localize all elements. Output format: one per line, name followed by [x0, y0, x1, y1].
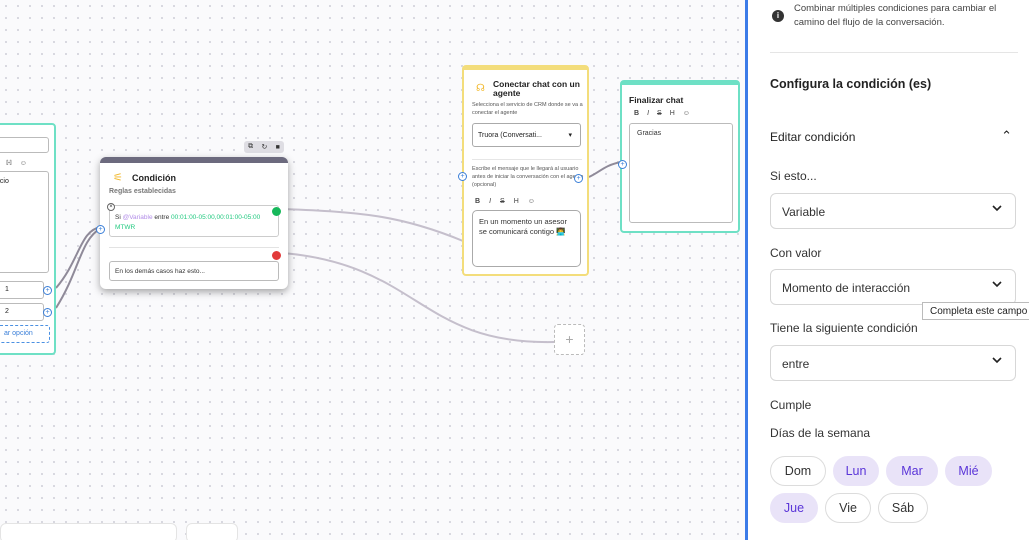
end-chat-title: Finalizar chat — [629, 95, 684, 105]
condition-select-value: entre — [782, 357, 810, 371]
chevron-down-icon — [992, 281, 1002, 288]
else-output-port[interactable] — [272, 251, 281, 260]
agent-message-field[interactable]: En un momento un asesor se comunicará co… — [472, 210, 581, 267]
divider — [472, 159, 582, 160]
with-value-label: Con valor — [770, 246, 822, 260]
connect-agent-title: Conectar chat con un agente — [493, 79, 580, 98]
condition-subtitle: Reglas establecidas — [109, 188, 176, 195]
strikethrough-button[interactable]: S — [657, 110, 662, 117]
meets-label: Cumple — [770, 398, 812, 412]
text-toolbar: B I S H ☺ — [634, 110, 690, 117]
rule-range: 00:01:00-05:00,00:01:00-05:00 — [171, 214, 261, 221]
info-icon: i — [772, 10, 784, 22]
else-branch[interactable]: En los demás casos haz esto... — [109, 261, 279, 281]
rule-prefix: Si — [115, 214, 123, 221]
text-toolbar: B I S H ☺ — [475, 198, 535, 205]
chevron-down-icon — [992, 357, 1002, 364]
divider — [770, 52, 1018, 53]
condition-title: Condición — [132, 173, 176, 183]
condition-icon: ⚟ — [113, 172, 123, 184]
condition-input-port[interactable]: + — [96, 225, 105, 234]
day-dom[interactable]: Dom — [770, 456, 826, 486]
option-label: 2 — [5, 308, 9, 315]
link-left-to-condition-2 — [55, 227, 102, 309]
rule-output-port[interactable] — [272, 207, 281, 216]
message-description: Escribe el mensaje que le llegará al usu… — [472, 166, 584, 188]
copy-icon[interactable]: ⧉ — [248, 143, 254, 150]
strikethrough-button[interactable]: S — [500, 198, 505, 205]
add-option-button[interactable]: ar opción — [0, 325, 50, 343]
edit-condition-label: Editar condición — [770, 130, 856, 144]
field-tooltip: Completa este campo — [922, 302, 1029, 320]
option-item[interactable]: 1 — [0, 281, 44, 299]
link-crm-to-end — [588, 161, 622, 178]
link-left-to-condition — [55, 226, 102, 289]
option-port[interactable]: + — [43, 286, 52, 295]
with-value-select-value: Momento de interacción — [782, 281, 911, 295]
refresh-icon[interactable]: ↻ — [261, 144, 268, 151]
day-lun[interactable]: Lun — [833, 456, 879, 486]
day-vie[interactable]: Vie — [825, 493, 871, 523]
day-mie[interactable]: Mié — [945, 456, 992, 486]
bold-button[interactable]: B — [634, 110, 640, 117]
crm-output-port[interactable]: + — [574, 174, 583, 183]
panel-heading: Configura la condición (es) — [770, 77, 932, 91]
options-node[interactable]: ℍ ☺ pcio 1 2 + + ar opción — [0, 123, 56, 355]
end-chat-node[interactable]: Finalizar chat B I S H ☺ Gracias + — [618, 80, 740, 233]
remove-rule-icon[interactable]: × — [107, 203, 115, 211]
if-select[interactable]: Variable — [770, 193, 1016, 229]
end-message-field[interactable]: Gracias — [629, 123, 733, 223]
option-item[interactable]: 2 — [0, 303, 44, 321]
rule-days: MTWR — [115, 224, 136, 231]
option-label: 1 — [5, 286, 9, 293]
day-sab[interactable]: Sáb — [878, 493, 928, 523]
option-title-field[interactable] — [0, 137, 49, 153]
panel-description: Combinar múltiples condiciones para camb… — [794, 3, 997, 28]
option-port[interactable]: + — [43, 308, 52, 317]
day-mar[interactable]: Mar — [886, 456, 938, 486]
emoji-icon[interactable]: ☺ — [527, 198, 535, 205]
if-label: Si esto... — [770, 169, 817, 183]
option-message-field[interactable]: pcio — [0, 171, 49, 273]
edit-condition-toggle[interactable]: Editar condición ⌃ — [770, 128, 1018, 144]
chevron-up-icon[interactable]: ⌃ — [1001, 128, 1012, 143]
with-value-select[interactable]: Momento de interacción — [770, 269, 1016, 305]
chevron-down-icon — [992, 205, 1002, 212]
divider — [109, 247, 279, 248]
days-label: Días de la semana — [770, 426, 871, 440]
zoom-controls[interactable] — [186, 523, 238, 540]
crm-input-port[interactable]: + — [458, 172, 467, 181]
heading-button[interactable]: H — [669, 110, 675, 117]
flow-canvas[interactable]: ℍ ☺ pcio 1 2 + + ar opción ⧉ ↻ ■ ⚟ Condi… — [0, 0, 746, 540]
node-toolbar: ⧉ ↻ ■ — [244, 141, 284, 153]
trash-icon[interactable]: ■ — [275, 143, 280, 151]
rule-variable: @Variable — [122, 214, 153, 221]
link-condition-to-crm — [282, 208, 464, 242]
condition-settings-panel: i Combinar múltiples condiciones para ca… — [745, 0, 1029, 540]
connect-agent-node[interactable]: ☊ Conectar chat con un agente Selecciona… — [458, 65, 589, 276]
bold-button[interactable]: B — [475, 198, 481, 205]
headset-icon: ☊ — [476, 83, 485, 94]
chevron-down-icon: ▾ — [568, 132, 572, 139]
if-select-value: Variable — [782, 205, 826, 219]
heading-button[interactable]: H — [513, 198, 519, 205]
crm-select[interactable]: Truora (Conversati... ▾ — [472, 123, 581, 147]
text-toolbar[interactable]: ℍ ☺ — [6, 160, 27, 167]
day-jue[interactable]: Jue — [770, 493, 818, 523]
condition-label: Tiene la siguiente condición — [770, 321, 918, 335]
rule-operator: entre — [152, 214, 171, 221]
italic-button[interactable]: I — [489, 198, 492, 205]
crm-description: Selecciona el servicio de CRM donde se v… — [472, 102, 583, 116]
condition-rule[interactable]: × Si @Variable entre 00:01:00-05:00,00:0… — [107, 203, 279, 237]
end-input-port[interactable]: + — [618, 160, 627, 169]
italic-button[interactable]: I — [647, 110, 650, 117]
canvas-controls[interactable] — [0, 523, 177, 540]
add-node-button[interactable]: + — [554, 324, 585, 355]
emoji-icon[interactable]: ☺ — [682, 110, 690, 117]
condition-node[interactable]: ⚟ Condición Reglas establecidas × Si @Va… — [96, 157, 288, 289]
condition-select[interactable]: entre — [770, 345, 1016, 381]
crm-select-value: Truora (Conversati... — [478, 132, 542, 139]
